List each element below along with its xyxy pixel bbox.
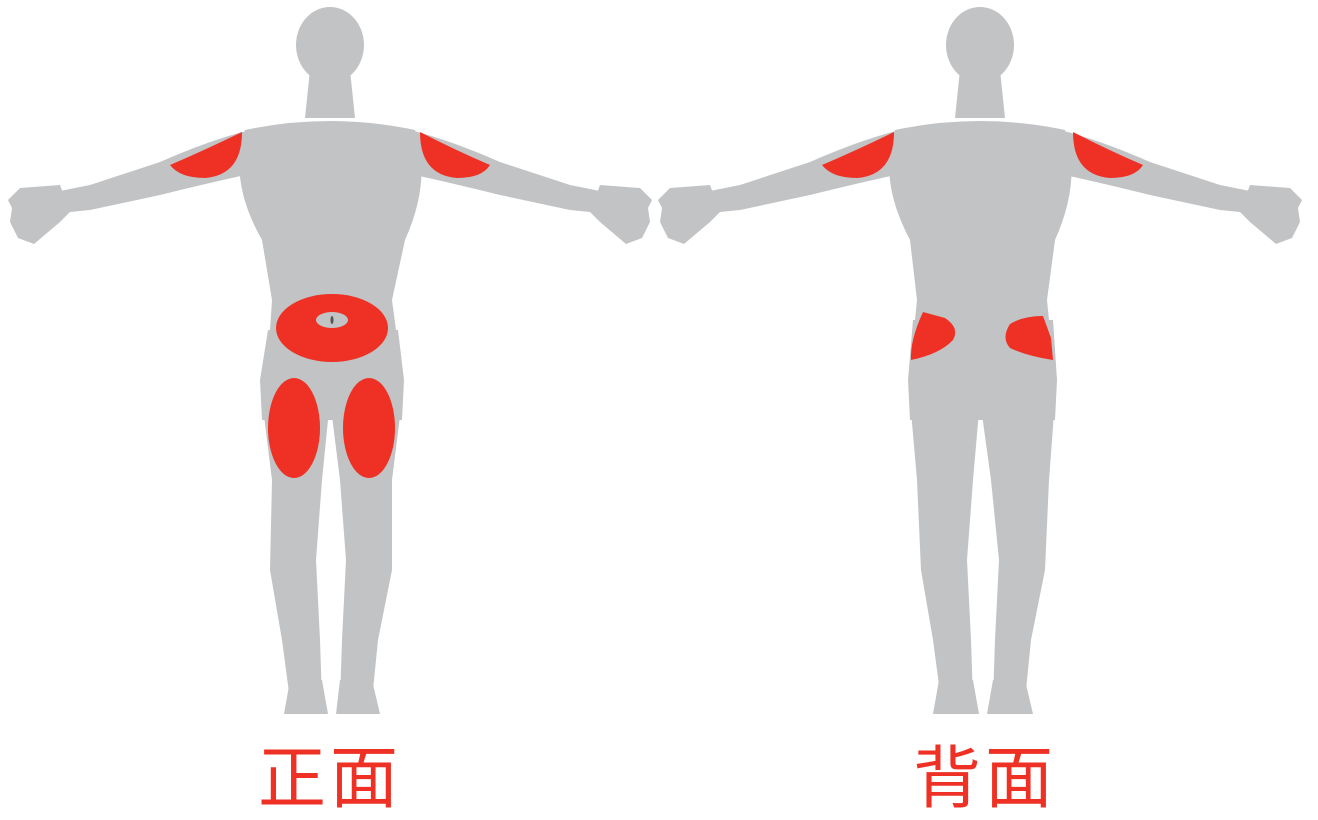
front-right-thigh-site	[343, 378, 395, 478]
back-body-silhouette	[658, 7, 1302, 714]
front-body-diagram	[0, 0, 663, 725]
back-body-diagram	[655, 0, 1318, 725]
right-foot	[987, 680, 1033, 714]
left-hand	[658, 185, 720, 244]
left-foot	[284, 680, 328, 714]
back-body-figure	[655, 0, 1318, 725]
left-leg	[910, 400, 980, 700]
right-hand	[1240, 185, 1302, 244]
right-leg	[980, 400, 1055, 700]
right-hand	[590, 185, 652, 244]
left-hand	[8, 185, 70, 244]
front-body-figure	[0, 0, 663, 725]
left-foot	[933, 680, 979, 714]
navel	[331, 316, 334, 324]
back-view-label: 背面	[835, 740, 1135, 820]
neck	[955, 70, 1005, 118]
front-view-label: 正面	[180, 740, 480, 820]
neck	[305, 70, 355, 118]
front-left-thigh-site	[268, 378, 320, 478]
